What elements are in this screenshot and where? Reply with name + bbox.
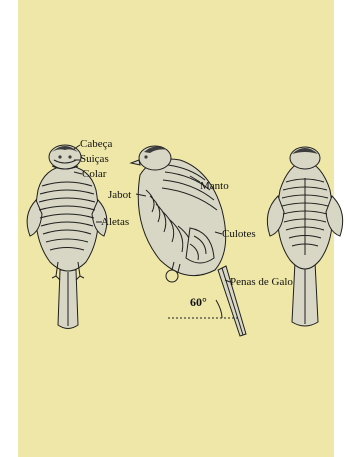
label-tail-angle: 60° — [190, 295, 207, 309]
label-penas-de-galo: Penas de Galo — [230, 276, 293, 288]
label-culotes: Culotes — [222, 228, 256, 240]
back-view-bird — [267, 147, 342, 326]
label-cabeca: Cabeça — [80, 138, 112, 150]
label-jabot: Jabot — [108, 189, 131, 201]
label-colar: Colar — [82, 168, 107, 180]
label-suicas: Suiças — [80, 153, 109, 165]
label-aletas: Aletas — [101, 216, 129, 228]
label-manto: Manto — [200, 180, 229, 192]
side-view-bird — [131, 146, 246, 336]
